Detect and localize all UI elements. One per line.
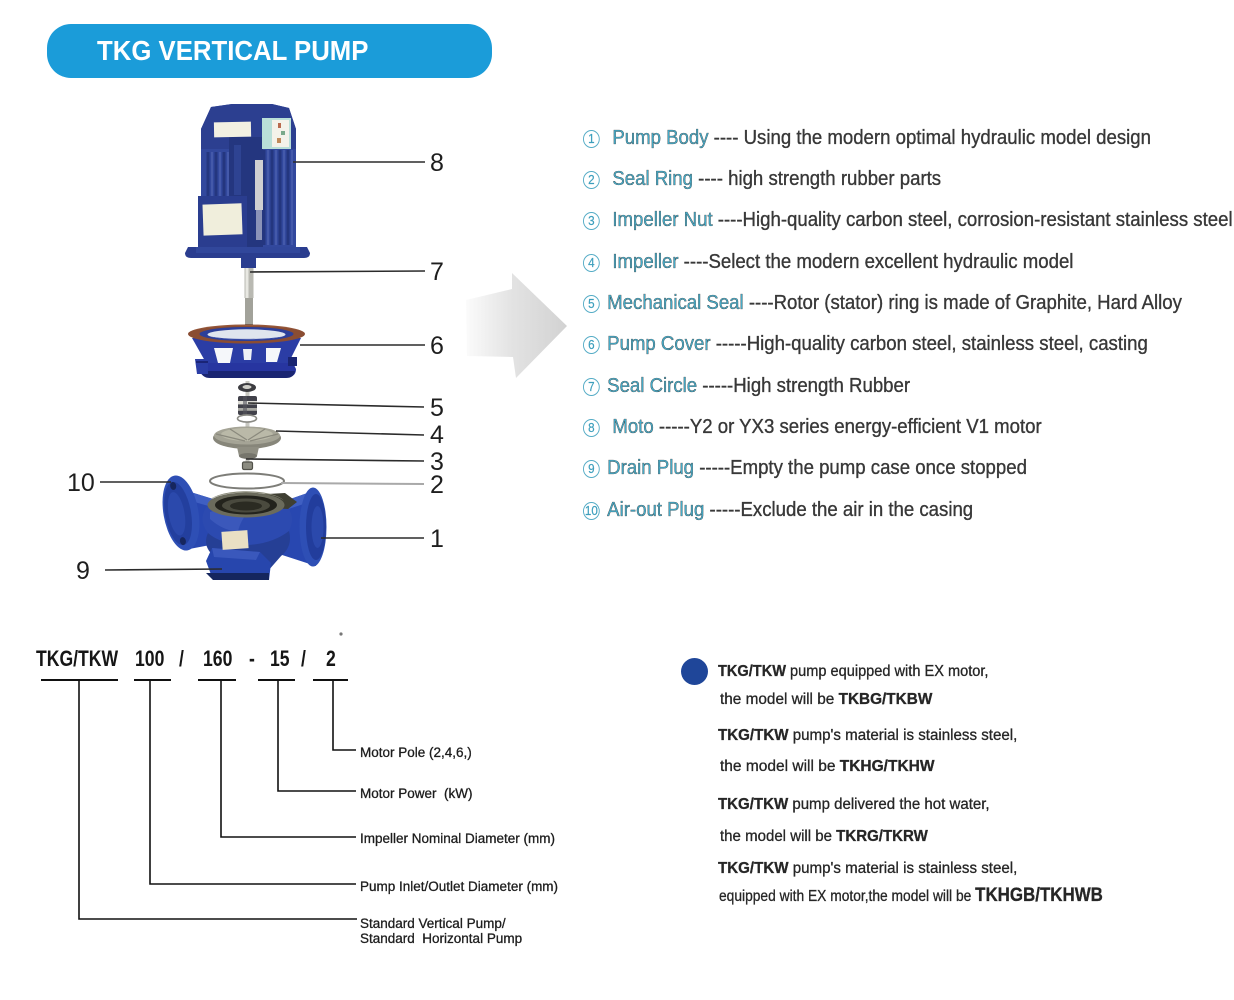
svg-text:7: 7 [430,258,444,286]
svg-text:10: 10 [67,469,95,497]
svg-text:9: 9 [76,557,90,585]
svg-text:2: 2 [430,471,444,499]
svg-text:6: 6 [430,332,444,360]
svg-text:4: 4 [430,421,444,449]
svg-text:3: 3 [430,448,444,476]
svg-text:5: 5 [430,394,444,422]
svg-text:1: 1 [430,525,444,553]
svg-text:8: 8 [430,149,444,177]
